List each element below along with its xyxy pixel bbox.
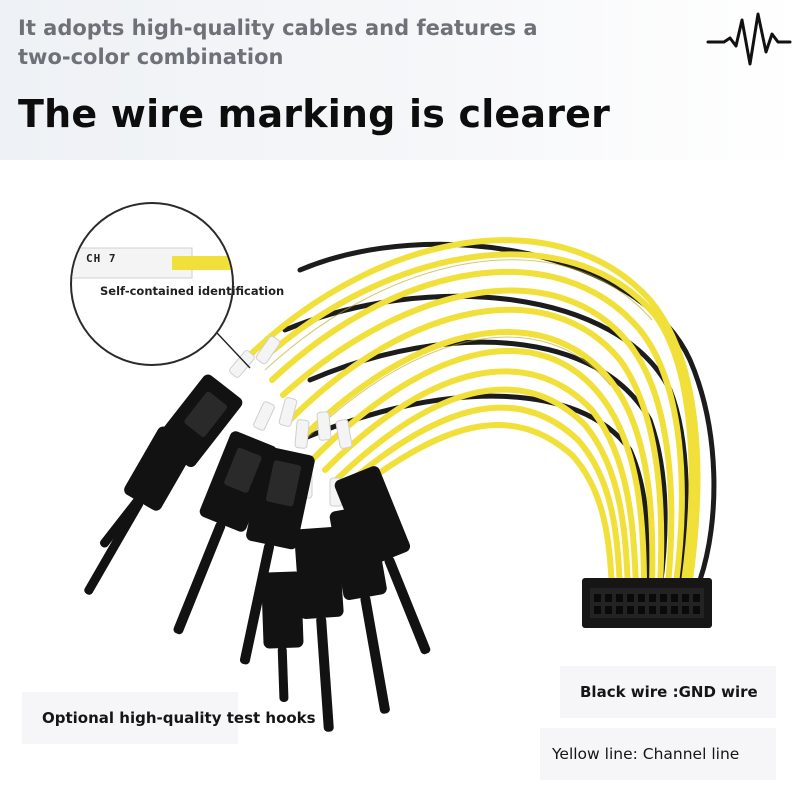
wire-tag-text: CH 7 xyxy=(86,252,117,265)
callout-label: Self-contained identification xyxy=(100,284,285,298)
test-hooks-text: Optional high-quality test hooks xyxy=(42,709,316,727)
headline: The wire marking is clearer xyxy=(18,92,611,136)
product-photo xyxy=(84,237,717,732)
black-wire-label: Black wire :GND wire xyxy=(560,666,776,718)
wire-tag-closeup xyxy=(72,247,232,279)
yellow-line-text: Yellow line: Channel line xyxy=(552,745,740,763)
heartbeat-pulse-icon xyxy=(706,12,792,66)
yellow-line-label: Yellow line: Channel line xyxy=(540,728,776,780)
subtitle: It adopts high-quality cables and featur… xyxy=(18,16,538,69)
yellow-wires xyxy=(247,237,701,594)
header-band xyxy=(0,0,800,160)
callout-circle xyxy=(70,202,234,366)
black-wire-text: Black wire :GND wire xyxy=(580,683,758,701)
test-hooks-label: Optional high-quality test hooks xyxy=(22,692,316,744)
ribbon-connector xyxy=(582,578,712,628)
